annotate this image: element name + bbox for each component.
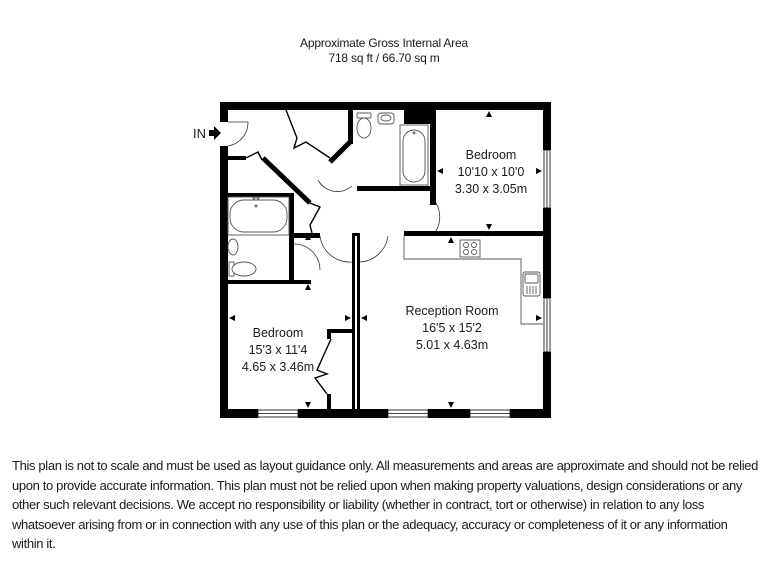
room-metric: 3.30 x 3.05m — [455, 182, 527, 196]
outer-walls — [220, 102, 551, 418]
floor-plan: IN Bedroom 10'10 x 10'0 3.30 x 3.05m Rec… — [193, 102, 551, 418]
toilet-icon — [356, 112, 372, 139]
room-imperial: 16'5 x 15'2 — [422, 321, 482, 335]
washbasin-icon — [377, 112, 395, 125]
washbasin-icon-2 — [227, 238, 239, 256]
kitchen-counter — [403, 236, 543, 325]
room-name: Reception Room — [405, 304, 498, 318]
entrance-label: IN — [193, 126, 206, 141]
area-header: Approximate Gross Internal Area 718 sq f… — [0, 36, 768, 66]
room-reception: Reception Room 16'5 x 15'2 5.01 x 4.63m — [405, 304, 498, 352]
bath-icon-2 — [227, 196, 290, 236]
room-name: Bedroom — [253, 326, 304, 340]
entrance: IN — [193, 126, 221, 141]
interior-walls — [228, 110, 551, 409]
room-metric: 4.65 x 3.46m — [242, 360, 314, 374]
area-title: Approximate Gross Internal Area — [300, 36, 468, 50]
disclaimer-text: This plan is not to scale and must be us… — [12, 458, 758, 551]
room-metric: 5.01 x 4.63m — [416, 338, 488, 352]
fixtures — [227, 112, 543, 325]
room-name: Bedroom — [466, 148, 517, 162]
dimension-markers — [229, 111, 542, 408]
room-bedroom-2: Bedroom 15'3 x 11'4 4.65 x 3.46m — [242, 326, 314, 374]
bath-icon — [399, 124, 429, 186]
entrance-door — [227, 121, 249, 147]
hob-icon — [459, 239, 481, 258]
windows — [257, 149, 551, 418]
doors — [227, 109, 441, 395]
arrow-right-icon — [209, 126, 221, 140]
kitchen-sink-icon — [522, 271, 541, 297]
room-imperial: 15'3 x 11'4 — [249, 343, 308, 357]
area-value: 718 sq ft / 66.70 sq m — [328, 51, 440, 65]
toilet-icon-2 — [228, 261, 257, 277]
room-bedroom-1: Bedroom 10'10 x 10'0 3.30 x 3.05m — [455, 148, 527, 196]
room-imperial: 10'10 x 10'0 — [458, 165, 525, 179]
